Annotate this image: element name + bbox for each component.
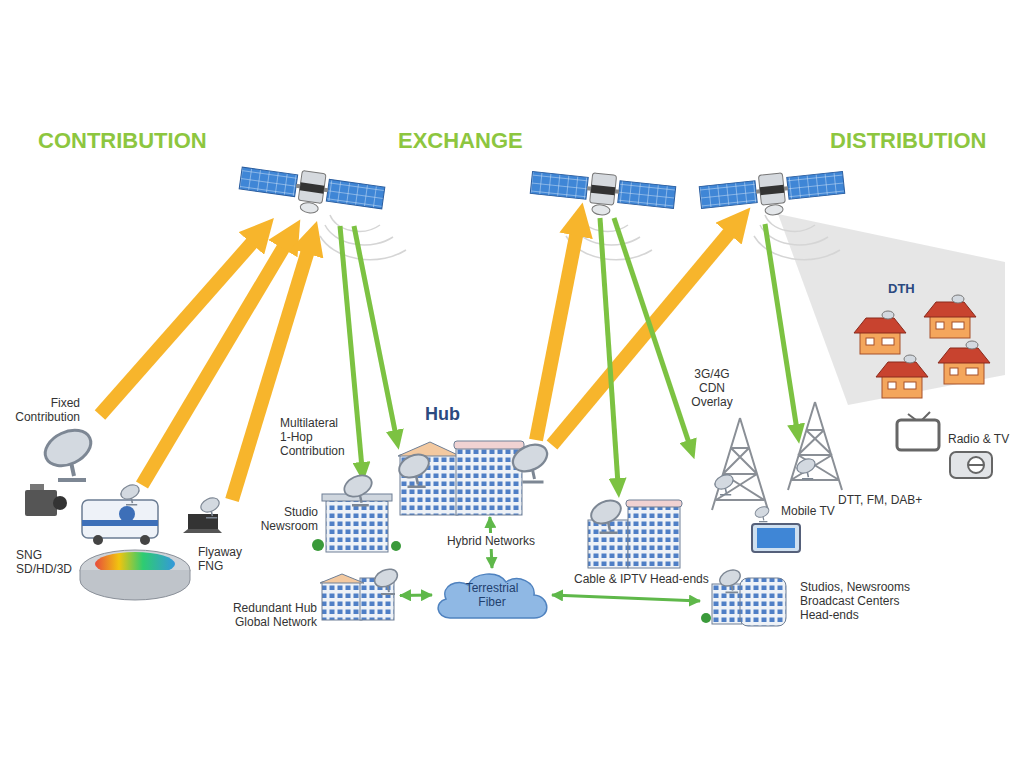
- section-heading: DISTRIBUTION: [830, 128, 1020, 154]
- station-label: 3G/4G CDN Overlay: [682, 367, 742, 409]
- node-text: Studios, Newsrooms Broadcast Centers Hea…: [800, 580, 926, 622]
- redundant-hub-building: Redundant Hub Global Network: [205, 562, 400, 629]
- studios-building: Studios, Newsrooms Broadcast Centers Hea…: [700, 568, 929, 634]
- network-link: [552, 595, 700, 601]
- station-label: Studio Newsroom: [254, 505, 318, 533]
- section-heading: EXCHANGE: [398, 128, 578, 154]
- station-label: Radio & TV: [948, 432, 1020, 446]
- station-label: DTH: [888, 282, 928, 296]
- hub-building: Hub: [395, 403, 525, 517]
- fiber-cloud: Terrestrial Fiber: [432, 568, 552, 622]
- station-label: Fixed Contribution: [10, 396, 80, 424]
- station-label: Flyaway FNG: [198, 545, 254, 573]
- station-label: DTT, FM, DAB+: [838, 493, 938, 507]
- network-link: [400, 594, 432, 598]
- section-heading: CONTRIBUTION: [38, 128, 258, 154]
- node-text: Redundant Hub Global Network: [205, 601, 317, 629]
- node-text: Terrestrial Fiber: [454, 581, 530, 609]
- station-label: Cable & IPTV Head-ends: [574, 572, 724, 586]
- station-label: SNG SD/HD/3D: [16, 548, 78, 576]
- node-text: Hub: [425, 403, 460, 425]
- link-label: Hybrid Networks: [444, 533, 538, 549]
- station-label: Multilateral 1-Hop Contribution: [280, 416, 352, 458]
